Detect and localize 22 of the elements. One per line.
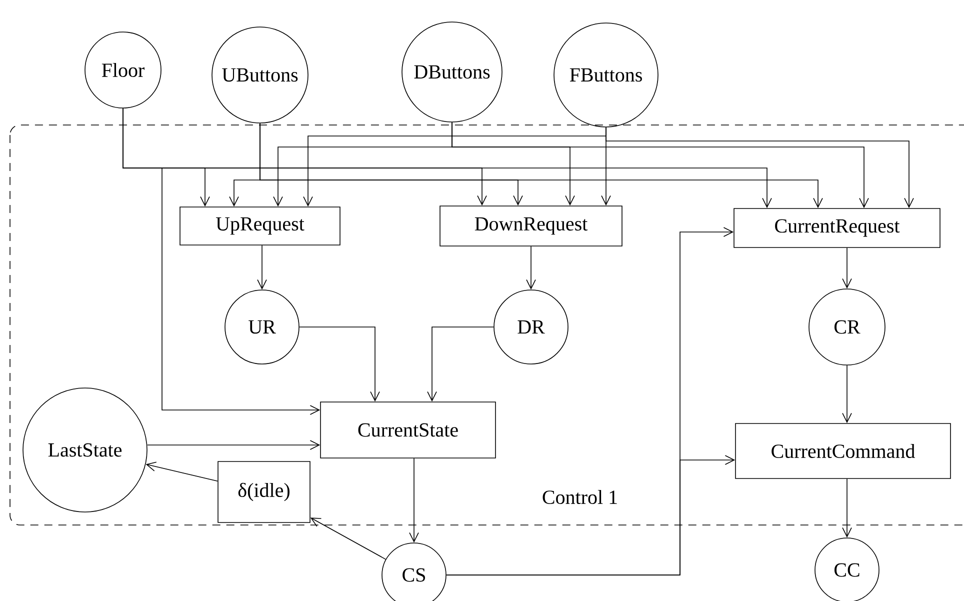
arrow — [842, 478, 852, 538]
arrow — [526, 246, 536, 290]
arrow — [842, 365, 852, 424]
process-box: CurrentRequest — [734, 208, 940, 248]
process-box: DownRequest — [440, 206, 622, 246]
arrow — [452, 122, 869, 208]
arrow — [409, 458, 419, 543]
arrow — [299, 326, 380, 402]
arrow — [146, 462, 218, 482]
arrow — [842, 248, 852, 289]
arrow — [310, 518, 386, 560]
arrow — [260, 123, 823, 208]
process-box: CurrentCommand — [735, 423, 951, 479]
arrow — [606, 127, 914, 208]
arrow — [427, 326, 494, 402]
process-box: UpRequest — [180, 206, 340, 246]
arrow — [122, 108, 320, 415]
arrow — [147, 440, 320, 450]
arrow — [257, 245, 267, 290]
process-box: CurrentState — [320, 402, 496, 458]
arrow — [446, 455, 736, 576]
process-box: δ(idle) — [218, 461, 310, 523]
